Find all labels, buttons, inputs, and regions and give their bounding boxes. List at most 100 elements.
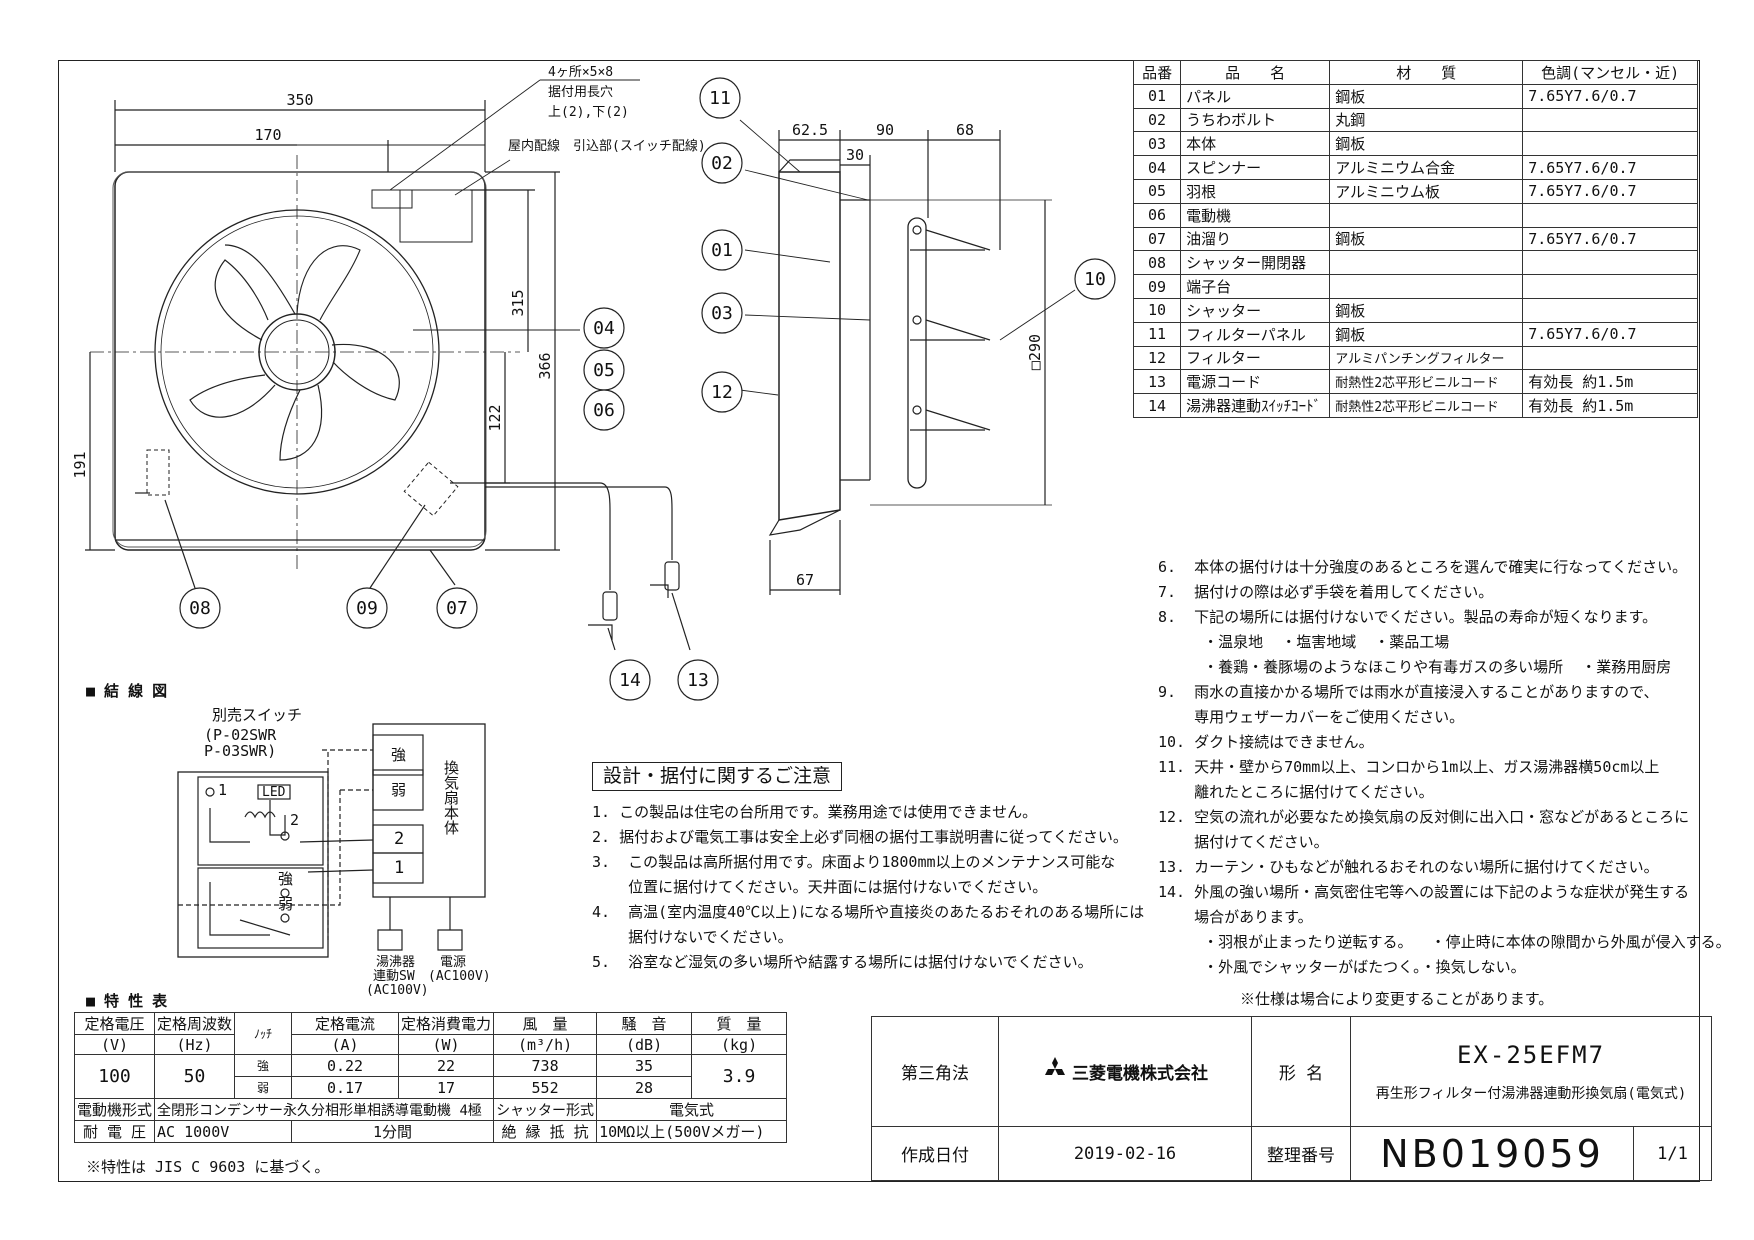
balloon-01: 01 [711,240,733,261]
parts-cell: 鋼板 [1329,321,1524,347]
switch-strong-label: 強 [278,870,294,888]
parts-cell: 羽根 [1180,178,1331,204]
spec-change-note: ※仕様は場合により変更することがあります。 [1240,990,1554,1008]
balloon-10: 10 [1084,269,1106,290]
spec-h-freq: 定格周波数 [154,1012,236,1035]
balloon-07: 07 [446,598,468,619]
parts-cell: 耐熱性2芯平形ビニルコード [1329,393,1524,418]
parts-cell: 鋼板 [1329,297,1524,323]
dim-62-5: 62.5 [792,121,828,139]
balloon-group [179,77,1116,701]
balloon-12: 12 [711,382,733,403]
parts-cell: 本体 [1180,131,1331,157]
spec-power-weak: 17 [398,1076,495,1099]
spec-u-mass: (kg) [691,1034,788,1055]
note-line: 1. この製品は住宅の台所用です。業務用途では使用できません。 [592,803,1038,821]
spec-shutter: 電気式 [596,1098,788,1121]
parts-cell [1522,345,1698,371]
balloon-14: 14 [619,670,641,691]
unit-strong-label: 強 [391,746,407,764]
parts-cell: 丸鋼 [1329,107,1524,133]
spec-notch-weak: 弱 [234,1076,293,1099]
notes-heading: 設計・据付に関するご注意 [592,762,843,791]
balloon-08: 08 [189,598,211,619]
note-line: ・外風でシャッターがばたつく。・換気しない。 [1158,958,1526,976]
note-line: 11. 天井・壁から70mm以上、コンロから1m以上、ガス湯沸器横50cm以上 [1158,758,1660,776]
spec-h-voltage: 定格電圧 [73,1012,156,1035]
note-line: ・養鶏・養豚場のようなほこりや有毒ガスの多い場所 ・業務用厨房 [1158,658,1672,676]
model-cell: EX-25EFM7 再生形フィルター付湯沸器連動形換気扇(電気式) [1350,1016,1712,1127]
dim-315: 315 [509,289,527,316]
mitsubishi-logo-icon [1042,1057,1068,1086]
plug-sw-line3: (AC100V) [366,983,429,998]
dim-170: 170 [254,126,281,144]
parts-cell: 08 [1132,250,1182,276]
projection-label: 第三角法 [871,1016,999,1127]
spec-shutter-label: シャッター形式 [493,1098,598,1121]
parts-cell [1522,297,1698,323]
parts-cell: 電源コード [1180,369,1331,395]
spec-u-noise: (dB) [596,1034,693,1055]
parts-cell: 7.65Y7.6/0.7 [1522,155,1698,180]
parts-cell: フィルター [1180,345,1331,371]
parts-cell: 7.65Y7.6/0.7 [1522,178,1698,204]
led-label: LED [262,785,286,800]
spec-h-power: 定格消費電力 [398,1012,495,1035]
parts-cell [1522,250,1698,276]
spec-withstand-time: 1分間 [291,1120,495,1143]
note-line: 専用ウェザーカバーをご使用ください。 [1158,708,1465,726]
parts-cell [1522,107,1698,133]
spec-insul: 10MΩ以上(500Vメガー) [596,1120,788,1143]
spec-notch-strong: 強 [234,1054,293,1077]
spec-h-noise: 騒 音 [596,1012,693,1035]
switch-weak-label: 弱 [278,895,294,913]
balloon-04: 04 [593,318,615,339]
spec-power-strong: 22 [398,1054,495,1077]
note-line: 4. 高温(室内温度40℃以上)になる場所や直接炎のあたるおそれのある場所には [592,903,1145,921]
balloon-03: 03 [711,303,733,324]
parts-cell: 湯沸器連動ｽｲｯﾁｺｰﾄﾞ [1180,393,1331,418]
spec-air-weak: 552 [493,1076,598,1099]
spec-motor-label: 電動機形式 [73,1098,156,1121]
parts-cell: 有効長 約1.5m [1522,369,1698,395]
model-number: EX-25EFM7 [1456,1040,1606,1069]
date-value: 2019-02-16 [998,1126,1252,1181]
parts-cell: 11 [1132,321,1182,347]
note-line: 据付けないでください。 [592,928,793,946]
company-cell: 三菱電機株式会社 [998,1016,1252,1127]
spec-h-notch: ﾉｯﾁ [234,1012,293,1055]
spec-motor: 全閉形コンデンサー永久分相形単相誘導電動機 4極 [154,1098,495,1121]
parts-cell: 耐熱性2芯平形ビニルコード [1329,369,1524,395]
unit-body-label: 換気扇本体 [442,760,460,835]
note-line: 10. ダクト接続はできません。 [1158,733,1374,751]
parts-cell: 12 [1132,345,1182,371]
note-line: 5. 浴室など湿気の多い場所や結露する場所には据付けないでください。 [592,953,1093,971]
spec-footnote: ※特性は JIS C 9603 に基づく。 [86,1158,330,1176]
note-line: ・羽根が止まったり逆転する。 ・停止時に本体の隙間から外風が侵入する。 [1158,933,1731,951]
spec-u-current: (A) [291,1034,400,1055]
parts-cell: アルミニウム板 [1329,178,1524,204]
note-line: 2. 据付および電気工事は安全上必ず同梱の据付工事説明書に従ってください。 [592,828,1128,846]
parts-cell: 05 [1132,178,1182,204]
parts-cell: 13 [1132,369,1182,395]
number-label: 整理番号 [1251,1126,1351,1181]
parts-cell: アルミニウム合金 [1329,155,1524,180]
parts-cell: 鋼板 [1329,83,1524,109]
parts-cell: シャッター開閉器 [1180,250,1331,276]
parts-cell: 7.65Y7.6/0.7 [1522,83,1698,109]
parts-cell: アルミパンチングフィルター [1329,345,1524,371]
date-label: 作成日付 [871,1126,999,1181]
parts-cell: 7.65Y7.6/0.7 [1522,226,1698,252]
parts-header-2: 材 質 [1329,60,1524,85]
note-line: 14. 外風の強い場所・高気密住宅等への設置には下記のような症状が発生する [1158,883,1690,901]
spec-freq: 50 [154,1054,236,1099]
note-line: 位置に据付けてください。天井面には据付けないでください。 [592,878,1048,896]
